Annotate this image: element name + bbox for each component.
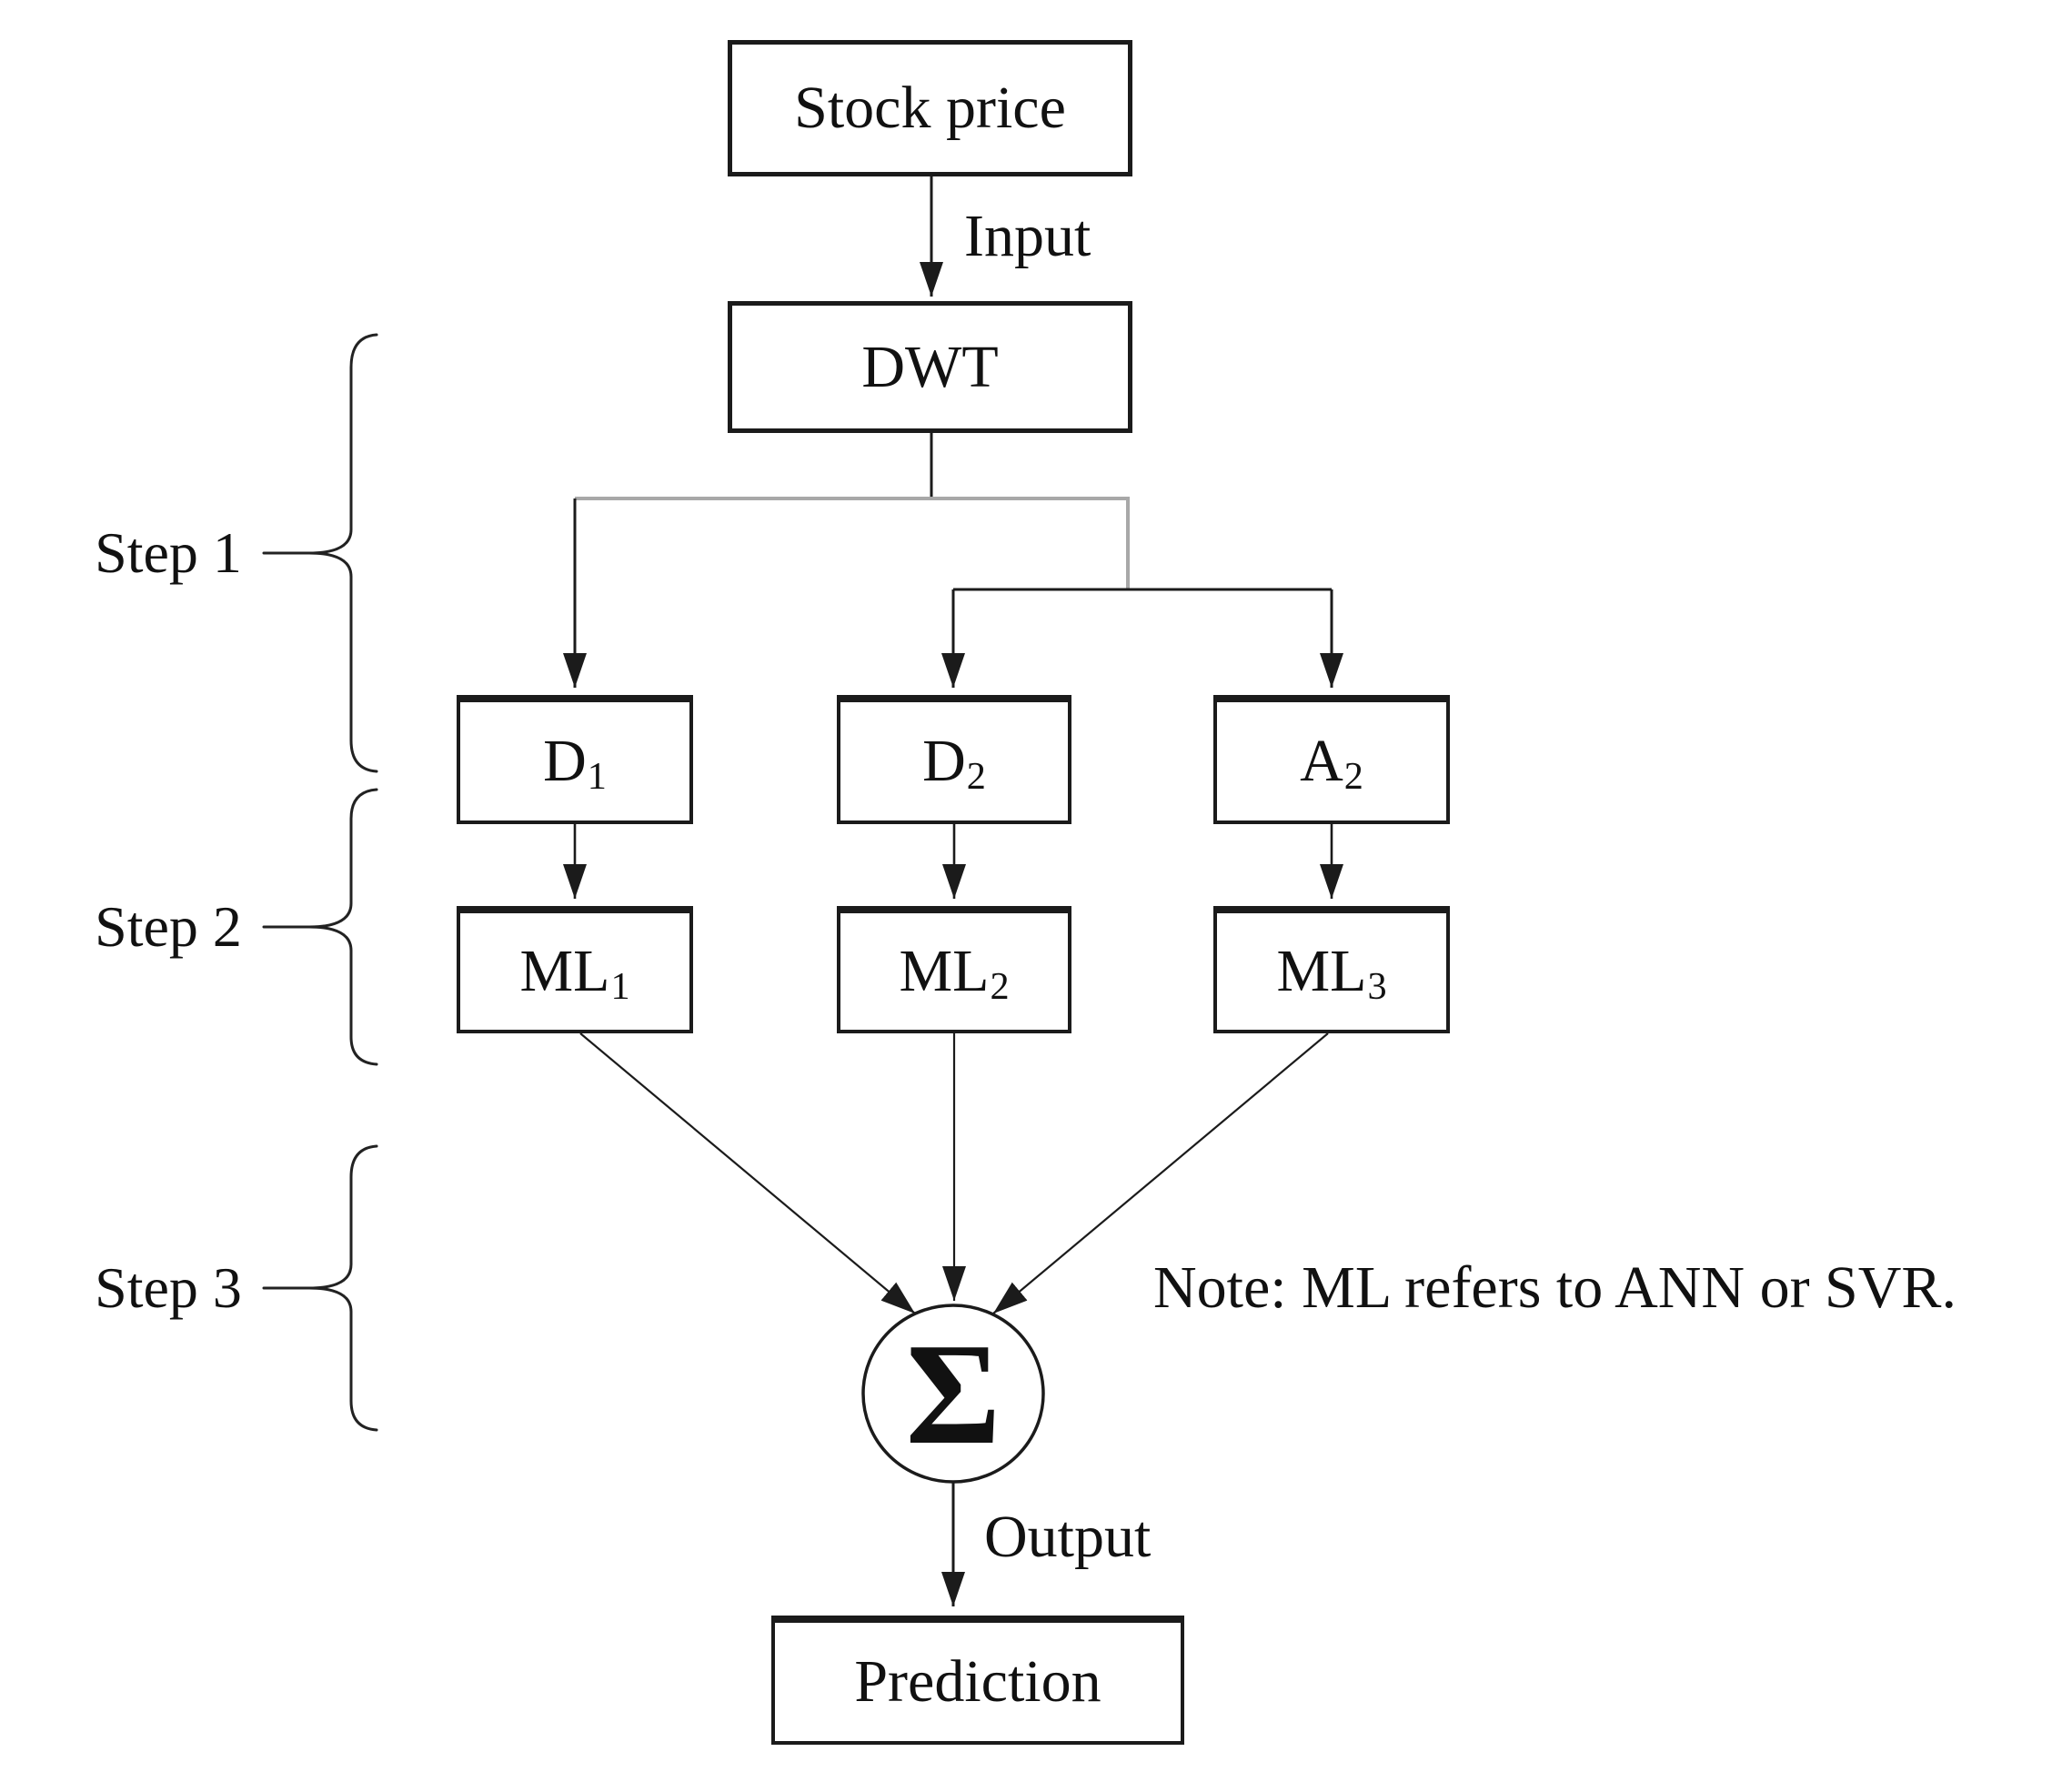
sigma-glyph: Σ bbox=[905, 1313, 1001, 1475]
step3-label: Step 3 bbox=[95, 1255, 242, 1320]
note-text: Note: ML refers to ANN or SVR. bbox=[1153, 1254, 1956, 1321]
node-stock-price: Stock price bbox=[728, 40, 1132, 176]
node-ml2: ML2 bbox=[837, 906, 1071, 1033]
node-ml3-subscript: 3 bbox=[1367, 965, 1387, 1009]
edge-ml3-to-sum bbox=[992, 1032, 1329, 1314]
node-dwt-label: DWT bbox=[861, 333, 999, 400]
node-d1-subscript: 1 bbox=[587, 755, 607, 799]
edge-split-rail-gray bbox=[575, 497, 1130, 589]
node-dwt: DWT bbox=[728, 301, 1132, 433]
node-ml1-subscript: 1 bbox=[610, 965, 630, 1009]
node-ml3: ML3 bbox=[1213, 906, 1450, 1033]
edge-ml1-to-sum bbox=[579, 1032, 916, 1314]
step3-brace bbox=[262, 1144, 378, 1432]
node-ml2-subscript: 2 bbox=[990, 965, 1010, 1009]
node-ml1: ML1 bbox=[457, 906, 693, 1033]
node-ml3-label: ML3 bbox=[1276, 938, 1387, 1009]
node-prediction-label: Prediction bbox=[854, 1648, 1101, 1715]
node-a2: A2 bbox=[1213, 695, 1450, 824]
node-d1: D1 bbox=[457, 695, 693, 824]
step1-brace bbox=[262, 333, 378, 773]
node-a2-label: A2 bbox=[1300, 728, 1363, 799]
connector-layer bbox=[262, 176, 1343, 1606]
input-edge-label: Input bbox=[964, 203, 1091, 269]
step1-label: Step 1 bbox=[95, 520, 242, 585]
sum-circle bbox=[861, 1304, 1045, 1484]
step2-label: Step 2 bbox=[95, 894, 242, 959]
node-a2-subscript: 2 bbox=[1343, 755, 1363, 799]
node-d1-label: D1 bbox=[543, 728, 607, 799]
node-prediction: Prediction bbox=[771, 1616, 1184, 1745]
output-edge-label: Output bbox=[984, 1504, 1152, 1570]
node-d2: D2 bbox=[837, 695, 1071, 824]
sum-sigma-symbol: Σ bbox=[862, 1305, 1044, 1482]
step2-brace bbox=[262, 788, 378, 1066]
flowchart-diagram: Stock price DWT D1 D2 A2 ML1 ML2 ML3 Σ P… bbox=[36, 15, 2052, 1777]
node-d2-label: D2 bbox=[922, 728, 986, 799]
node-ml1-label: ML1 bbox=[519, 938, 630, 1009]
node-stock-price-label: Stock price bbox=[794, 75, 1066, 141]
node-d2-subscript: 2 bbox=[966, 755, 986, 799]
node-ml2-label: ML2 bbox=[899, 938, 1010, 1009]
